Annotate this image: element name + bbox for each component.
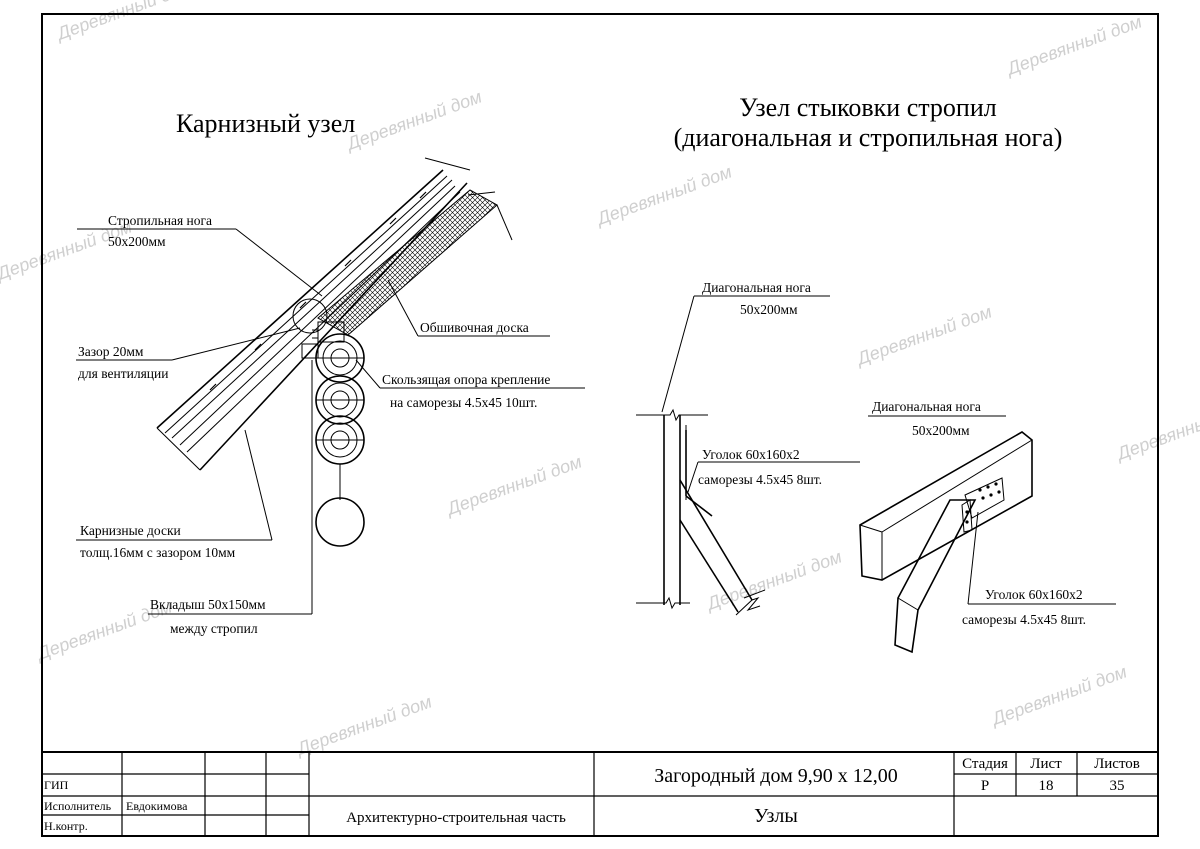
stamp-sheets: 35 [1110, 778, 1125, 794]
stamp-section: Архитектурно-строительная часть [346, 810, 566, 826]
title-block [42, 751, 1158, 836]
label-diag-leg-2-size: 50х200мм [912, 423, 970, 438]
stamp-gip: ГИП [44, 778, 69, 792]
label-sheathing-board: Обшивочная доска [420, 320, 529, 335]
label-sliding-support: Скользящая опора крепление [382, 372, 550, 387]
watermark: Деревянный дом [53, 0, 195, 44]
right-title-line2: (диагональная и стропильная нога) [674, 123, 1063, 152]
label-angle-1: Уголок 60х160х2 [702, 447, 800, 462]
sheet-frame [41, 13, 1159, 837]
left-title: Карнизный узел [176, 109, 355, 138]
label-angle-1-screws: саморезы 4.5х45 8шт. [698, 472, 822, 487]
stamp-n-control: Н.контр. [44, 819, 88, 833]
watermark: Деревянный дом [988, 661, 1130, 729]
label-angle-2: Уголок 60х160х2 [985, 587, 1083, 602]
stamp-sheet: 18 [1039, 778, 1054, 794]
label-insert: Вкладыш 50х150мм [150, 597, 266, 612]
log-stack [315, 333, 365, 547]
label-diag-leg-2: Диагональная нога [872, 399, 981, 414]
right-title-line1: Узел стыковки стропил [739, 93, 996, 122]
label-diag-leg-1-size: 50х200мм [740, 302, 798, 317]
label-diag-leg-1: Диагональная нога [702, 280, 811, 295]
watermark: Деревянный дом [593, 161, 735, 229]
stamp-project-title: Загородный дом 9,90 х 12,00 [654, 765, 898, 787]
stamp-sheets-header: Листов [1094, 756, 1140, 772]
label-sliding-support-screws: на саморезы 4.5х45 10шт. [390, 395, 537, 410]
watermark: Деревянный дом [853, 301, 995, 369]
stamp-sheet-header: Лист [1030, 756, 1062, 772]
label-rafter-leg-size: 50х200мм [108, 234, 166, 249]
stamp-sheet-title: Узлы [754, 805, 798, 827]
watermark: Деревянный дом [343, 86, 485, 154]
label-eave-boards-spec: толщ.16мм с зазором 10мм [80, 545, 236, 560]
label-rafter-leg: Стропильная нога [108, 213, 212, 228]
watermark: Деревянный дом [293, 691, 435, 759]
label-insert-spec: между стропил [170, 621, 258, 636]
rafter-joint-isometric [859, 415, 1116, 654]
label-gap-purpose: для вентиляции [78, 366, 168, 381]
watermark: Деревянный дом [443, 451, 585, 519]
stamp-stage-header: Стадия [962, 756, 1008, 772]
label-gap: Зазор 20мм [78, 344, 144, 359]
stamp-executor: Исполнитель [44, 799, 112, 813]
watermark: Деревянный дом [1003, 11, 1145, 79]
stamp-executor-name: Евдокимова [126, 799, 188, 813]
watermark: Деревянный дом [703, 546, 845, 614]
rafter-joint-side-view [636, 295, 860, 616]
eave-node-drawing [76, 157, 585, 615]
label-eave-boards: Карнизные доски [80, 523, 181, 538]
stamp-stage: Р [981, 778, 989, 794]
watermark: Деревянный дом [1113, 396, 1200, 464]
label-angle-2-screws: саморезы 4.5х45 8шт. [962, 612, 1086, 627]
